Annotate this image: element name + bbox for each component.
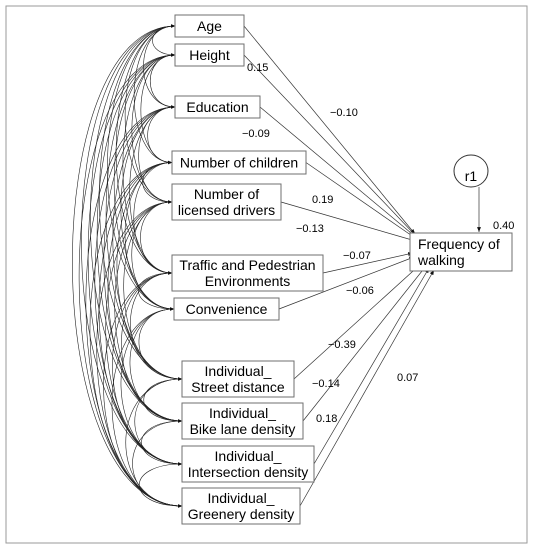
- diagram-frame: [5, 5, 528, 544]
- covariance-arc: [96, 53, 183, 423]
- variable-label: Greenery density: [188, 506, 295, 522]
- variable-label: licensed drivers: [178, 202, 275, 218]
- path-arrow-children: [305, 162, 419, 241]
- variable-label: Frequency of: [418, 236, 500, 252]
- path-arrow-age: [243, 25, 416, 235]
- covariance-arc: [107, 160, 183, 423]
- path-arrow-education: [259, 106, 418, 239]
- variable-label: Street distance: [191, 379, 285, 395]
- variable-label: Education: [186, 99, 248, 115]
- covariance-arc: [105, 200, 183, 466]
- covariance-arc: [138, 271, 175, 311]
- residual-term: r1 0.40: [453, 154, 514, 232]
- variable-box-greenery: Individual_Greenery density: [181, 487, 301, 525]
- variable-box-height: Height: [174, 43, 245, 67]
- variable-label: Number of children: [180, 155, 298, 171]
- covariance-arc: [72, 24, 183, 508]
- coefficient-greenery: 0.07: [397, 372, 418, 384]
- covariance-arcs: [72, 24, 183, 508]
- variable-label: Height: [189, 47, 230, 63]
- variable-label: Age: [197, 18, 222, 34]
- covariance-arc: [141, 419, 183, 466]
- variable-label: walking: [417, 252, 465, 268]
- coefficient-education: −0.09: [242, 128, 270, 140]
- covariance-arc: [98, 160, 183, 466]
- path-arrow-height: [243, 54, 417, 237]
- variable-box-children: Number of children: [171, 150, 307, 175]
- regression-paths: [243, 25, 435, 507]
- variable-label: Individual_: [205, 363, 272, 379]
- variable-box-age: Age: [174, 14, 245, 38]
- coefficient-convenience: −0.06: [346, 285, 374, 297]
- residual-label: r1: [465, 168, 478, 184]
- variable-label: Intersection density: [188, 464, 309, 480]
- variable-box-bike: Individual_Bike lane density: [181, 402, 304, 440]
- covariance-arc: [143, 377, 183, 423]
- variable-label: Individual_: [208, 490, 275, 506]
- variable-label: Convenience: [186, 301, 268, 317]
- covariance-arc: [90, 24, 183, 423]
- variable-label: Individual_: [209, 405, 276, 421]
- path-arrow-intersection: [313, 267, 430, 465]
- coefficient-height: 0.15: [247, 62, 268, 74]
- coefficient-labels: −0.10 0.15 −0.09 0.19 −0.13 −0.07 −0.06 −0.39 −0…: [242, 62, 418, 425]
- variable-box-intersection: Individual_Intersection density: [181, 445, 315, 483]
- covariance-arc: [81, 24, 183, 466]
- variable-box-street: Individual_Street distance: [181, 360, 295, 398]
- covariance-arc: [131, 53, 176, 204]
- coefficient-traffic: −0.07: [343, 250, 371, 262]
- path-arrow-greenery: [299, 269, 435, 507]
- coefficient-drivers: −0.13: [296, 223, 324, 235]
- covariance-arc: [140, 200, 173, 275]
- path-arrow-traffic: [322, 252, 414, 274]
- covariance-arc: [121, 271, 183, 423]
- covariance-arc: [138, 105, 176, 204]
- covariance-arc: [78, 53, 183, 508]
- path-arrow-convenience: [278, 256, 415, 310]
- covariance-arc: [129, 307, 183, 423]
- covariance-arc: [105, 53, 183, 381]
- coefficient-bike: −0.14: [312, 378, 340, 390]
- covariance-arc: [107, 24, 176, 311]
- covariance-arc: [142, 160, 173, 204]
- covariance-arc: [103, 271, 183, 508]
- variable-box-education: Education: [174, 95, 261, 119]
- path-arrow-bike: [302, 265, 427, 422]
- residual-ellipse: [453, 154, 489, 188]
- coefficient-children: 0.19: [312, 194, 333, 206]
- covariance-arc: [132, 419, 183, 508]
- variable-box-convenience: Convenience: [173, 297, 280, 321]
- coefficient-intersection: 0.18: [316, 413, 337, 425]
- covariance-arc: [125, 377, 183, 508]
- path-arrow-street: [293, 261, 424, 380]
- variable-label: Number of: [194, 186, 259, 202]
- variable-label: Bike lane density: [190, 421, 296, 437]
- covariance-arc: [147, 105, 176, 165]
- coefficient-age: −0.10: [330, 107, 358, 119]
- path-arrow-drivers: [280, 201, 420, 243]
- covariance-arc: [112, 271, 183, 466]
- covariance-arc: [139, 462, 183, 508]
- variable-label: Environments: [205, 273, 291, 289]
- r-squared-label: 0.40: [493, 220, 514, 232]
- variable-label: Individual_: [215, 448, 282, 464]
- coefficient-street: −0.39: [328, 339, 356, 351]
- variable-label: Traffic and Pedestrian: [179, 257, 315, 273]
